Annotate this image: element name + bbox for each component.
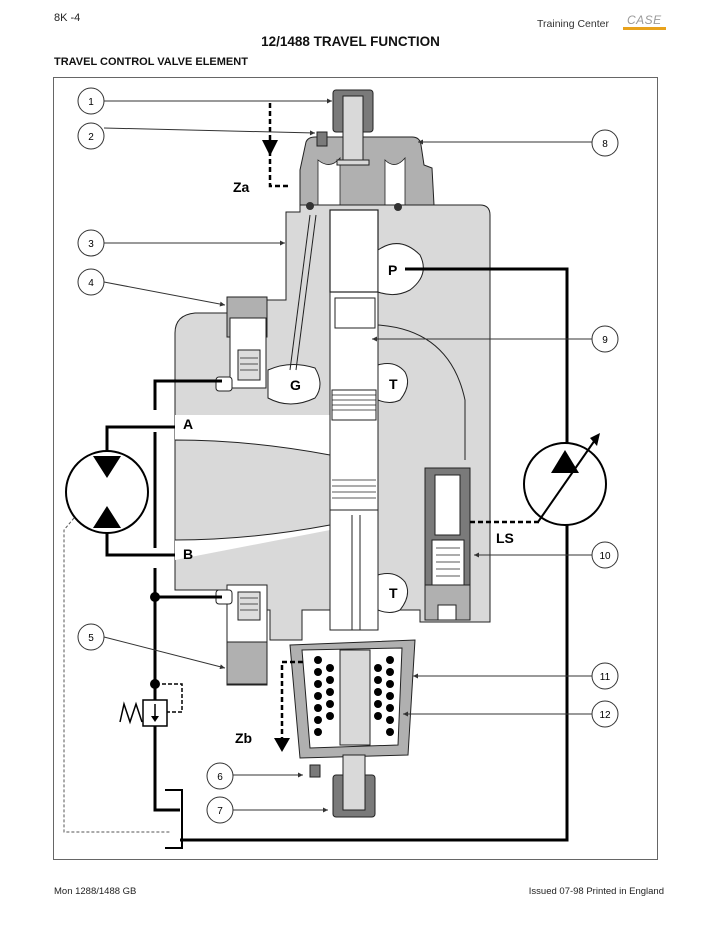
junction-dot: [150, 592, 160, 602]
brand-text: Training Center: [537, 18, 609, 30]
callout-10: 10: [591, 541, 619, 569]
svg-text:10: 10: [599, 551, 611, 562]
hydraulic-motor-icon: [65, 450, 149, 534]
footer-doc-ref: Mon 1288/1488 GB: [54, 886, 137, 897]
svg-text:1: 1: [88, 97, 94, 108]
footer-issue-info: Issued 07-98 Printed in England: [528, 886, 664, 897]
callout-1: 1: [77, 87, 105, 115]
label-za: Za: [233, 179, 250, 195]
callout-2: 2: [77, 122, 105, 150]
callout-6: 6: [206, 762, 234, 790]
diagram-frame: [53, 77, 658, 860]
label-t-upper: T: [389, 376, 398, 392]
svg-text:4: 4: [88, 278, 94, 289]
label-b: B: [183, 546, 193, 562]
relief-valve-symbol: [119, 699, 168, 727]
label-zb: Zb: [235, 730, 252, 746]
spring-housing: [289, 639, 416, 818]
label-t-lower: T: [389, 585, 398, 601]
valve-body: [174, 89, 491, 641]
zb-arrow-icon: [274, 738, 290, 752]
callout-leaders: [103, 98, 592, 813]
callout-4: 4: [77, 268, 105, 296]
za-arrow-icon: [262, 140, 278, 156]
page-title: 12/1488 TRAVEL FUNCTION: [261, 34, 440, 49]
svg-text:8: 8: [602, 139, 608, 150]
callout-7: 7: [206, 796, 234, 824]
svg-text:9: 9: [602, 335, 608, 346]
callout-8: 8: [591, 129, 619, 157]
ls-valve: [424, 467, 471, 621]
svg-text:5: 5: [88, 633, 94, 644]
svg-text:2: 2: [88, 132, 94, 143]
callout-9: 9: [591, 325, 619, 353]
svg-text:3: 3: [88, 239, 94, 250]
svg-text:12: 12: [599, 710, 611, 721]
junction-dot: [150, 679, 160, 689]
label-p: P: [388, 262, 397, 278]
page-number: 8K -4: [54, 12, 81, 24]
callout-5: 5: [77, 623, 105, 651]
label-a: A: [183, 416, 193, 432]
callout-12: 12: [591, 700, 619, 728]
label-g: G: [290, 377, 301, 393]
callout-11: 11: [591, 662, 619, 690]
shock-valve-lower: [215, 584, 268, 686]
label-ls: LS: [496, 530, 514, 546]
section-title: TRAVEL CONTROL VALVE ELEMENT: [54, 56, 248, 68]
svg-text:11: 11: [600, 672, 611, 683]
case-logo: CASE: [623, 14, 666, 30]
svg-text:7: 7: [217, 806, 223, 817]
shock-valve-upper: [215, 296, 268, 392]
callout-3: 3: [77, 229, 105, 257]
variable-pump-icon: [523, 433, 607, 526]
svg-text:6: 6: [217, 772, 223, 783]
